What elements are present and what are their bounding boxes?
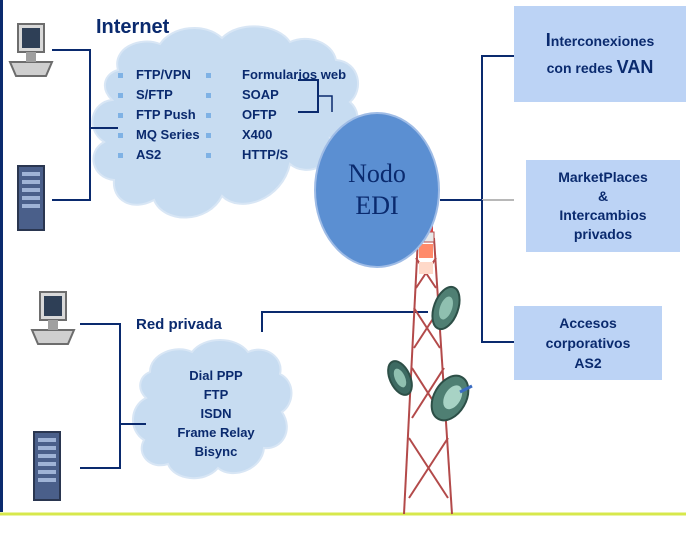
bullet-marker bbox=[118, 153, 123, 158]
computer-monitor-icon bbox=[30, 291, 76, 345]
van-first-letter: I bbox=[545, 30, 551, 50]
nodo-edi-node: Nodo EDI bbox=[314, 112, 440, 268]
server-tower-icon bbox=[33, 431, 61, 501]
internet-protocol-item: S/FTP bbox=[136, 87, 173, 102]
node-label-line2: EDI bbox=[355, 191, 399, 220]
corporate-access-box: Accesos corporativos AS2 bbox=[514, 306, 662, 380]
van-line1: Interconexiones bbox=[546, 30, 655, 51]
internet-protocol-item: SOAP bbox=[242, 87, 279, 102]
bullet-marker bbox=[206, 93, 211, 98]
marketplaces-line1: MarketPlaces bbox=[558, 169, 648, 185]
bullet-marker bbox=[206, 73, 211, 78]
internet-protocol-item: FTP Push bbox=[136, 107, 196, 122]
marketplaces-line3: Intercambios bbox=[559, 207, 647, 223]
bullet-marker bbox=[206, 133, 211, 138]
marketplaces-line4: privados bbox=[573, 226, 633, 242]
private-network-item: FTP bbox=[203, 387, 229, 402]
private-network-item: ISDN bbox=[200, 406, 232, 421]
server-tower-icon bbox=[17, 165, 45, 231]
private-network-item: Frame Relay bbox=[177, 425, 255, 440]
corporate-line2: corporativos bbox=[545, 335, 631, 351]
internet-protocol-item: Formularios web bbox=[242, 67, 347, 82]
satellite-dish-icon bbox=[387, 360, 413, 396]
private-network-item: Dial PPP bbox=[189, 368, 243, 383]
internet-title: Internet bbox=[96, 16, 170, 38]
internet-protocol-item: FTP/VPN bbox=[136, 67, 191, 82]
bullet-marker bbox=[118, 133, 123, 138]
van-line2: con redes VAN bbox=[547, 57, 654, 78]
satellite-dish-icon bbox=[430, 374, 473, 422]
private-network-title: Red privada bbox=[136, 316, 222, 333]
marketplaces-line2: & bbox=[597, 188, 609, 204]
internet-protocol-item: MQ Series bbox=[136, 127, 200, 142]
corporate-line3: AS2 bbox=[574, 355, 602, 371]
satellite-dish-icon bbox=[431, 285, 461, 331]
bullet-marker bbox=[206, 113, 211, 118]
internet-cloud bbox=[91, 25, 359, 219]
corporate-line1: Accesos bbox=[559, 315, 617, 331]
left-border-line bbox=[0, 0, 3, 512]
computer-monitor-icon bbox=[8, 23, 54, 77]
van-line2-big: VAN bbox=[616, 57, 654, 77]
bullet-marker bbox=[118, 73, 123, 78]
van-interconnections-box: Interconexiones con redes VAN bbox=[514, 6, 686, 102]
marketplaces-box: MarketPlaces & Intercambios privados bbox=[526, 160, 680, 252]
bullet-marker bbox=[206, 153, 211, 158]
node-label-line1: Nodo bbox=[348, 159, 406, 188]
private-network-item: Bisync bbox=[194, 444, 238, 459]
internet-protocol-item: X400 bbox=[242, 127, 273, 142]
bullet-marker bbox=[118, 113, 123, 118]
bullet-marker bbox=[118, 93, 123, 98]
internet-protocol-item: OFTP bbox=[242, 107, 277, 122]
van-line2-prefix: con redes bbox=[546, 60, 617, 76]
private-network-cloud bbox=[132, 339, 293, 480]
internet-protocol-item: AS2 bbox=[136, 147, 162, 162]
internet-protocol-item: HTTP/S bbox=[242, 147, 289, 162]
van-line1-rest: nterconexiones bbox=[550, 33, 655, 49]
